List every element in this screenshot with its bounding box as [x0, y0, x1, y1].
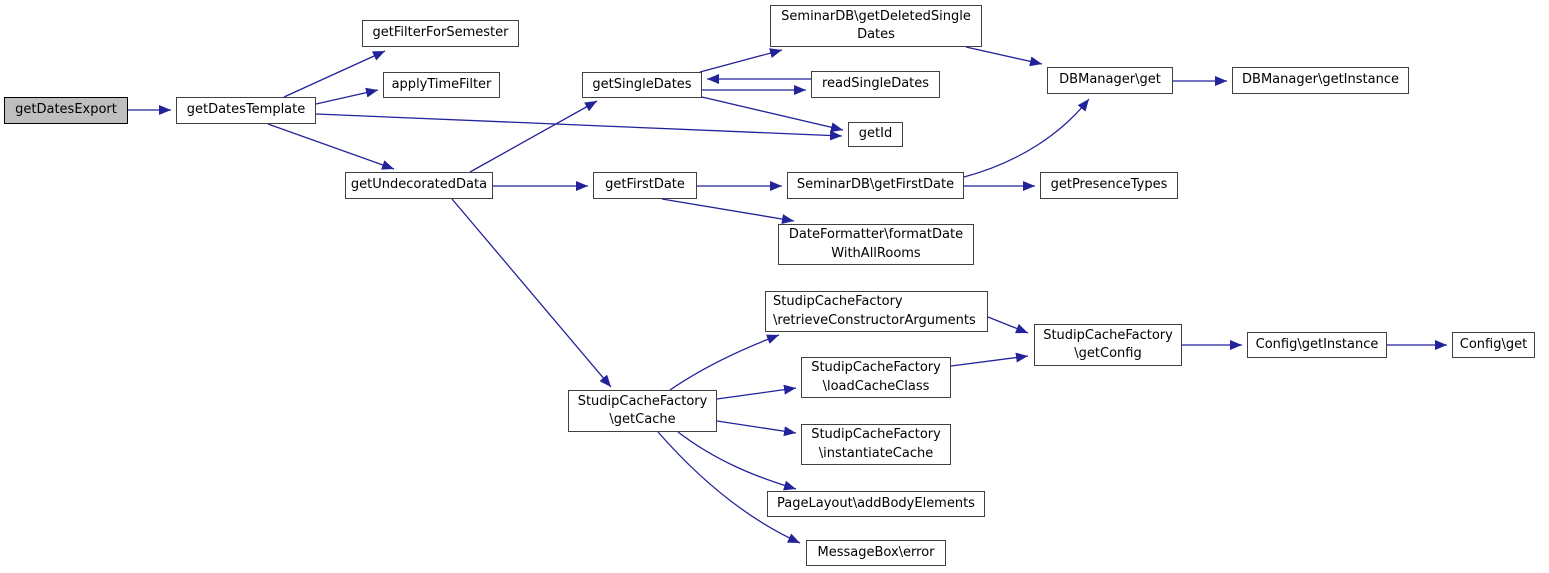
graph-node-config-getinstance[interactable]: Config\getInstance [1247, 332, 1387, 358]
graph-node-presence-types[interactable]: getPresenceTypes [1040, 172, 1178, 199]
edge-group [128, 46, 1447, 544]
edge-undecorated-data-to-cache-factory-get-cache [451, 198, 612, 388]
graph-node-apply-time-filter[interactable]: applyTimeFilter [383, 72, 500, 98]
edge-cache-factory-get-cache-to-retrieve-constructor-arguments [669, 334, 780, 391]
edge-dates-template-to-get-id [315, 113, 843, 141]
edge-seminardb-first-date-to-dbmanager-get [963, 98, 1090, 178]
graph-node-dates-template[interactable]: getDatesTemplate [176, 97, 316, 124]
graph-node-dbmanager-get[interactable]: DBManager\get [1047, 67, 1173, 94]
graph-node-cache-factory-get-cache[interactable]: StudipCacheFactory \getCache [568, 390, 717, 432]
edge-deleted-single-dates-to-dbmanager-get [965, 46, 1043, 67]
edge-single-dates-to-get-id [701, 96, 844, 133]
graph-node-retrieve-constructor-arguments[interactable]: StudipCacheFactory \retrieveConstructorA… [765, 291, 988, 332]
graph-node-get-id[interactable]: getId [848, 122, 903, 147]
edge-cache-factory-get-cache-to-load-cache-class [716, 384, 797, 400]
graph-node-add-body-elements[interactable]: PageLayout\addBodyElements [767, 491, 985, 517]
edge-dates-template-to-undecorated-data [267, 123, 395, 170]
edge-cache-factory-get-cache-to-add-body-elements [677, 431, 797, 491]
graph-node-config-get[interactable]: Config\get [1452, 332, 1535, 358]
graph-node-first-date[interactable]: getFirstDate [593, 172, 697, 199]
edge-undecorated-data-to-single-dates [469, 100, 598, 173]
edge-load-cache-class-to-cache-factory-get-config [950, 352, 1029, 367]
graph-node-dates-export[interactable]: getDatesExport [4, 97, 128, 124]
graph-node-deleted-single-dates[interactable]: SeminarDB\getDeletedSingle Dates [770, 5, 982, 47]
edge-dates-template-to-filter-for-semester [283, 50, 386, 98]
graph-node-load-cache-class[interactable]: StudipCacheFactory \loadCacheClass [801, 357, 951, 398]
graph-node-format-date-with-all-rooms[interactable]: DateFormatter\formatDate WithAllRooms [778, 224, 974, 265]
edge-cache-factory-get-cache-to-message-box-error [657, 431, 801, 544]
edge-retrieve-constructor-arguments-to-cache-factory-get-config [987, 316, 1029, 334]
edge-first-date-to-format-date-with-all-rooms [661, 198, 795, 224]
graph-node-filter-for-semester[interactable]: getFilterForSemester [362, 20, 519, 47]
graph-node-undecorated-data[interactable]: getUndecoratedData [345, 172, 493, 199]
graph-node-instantiate-cache[interactable]: StudipCacheFactory \instantiateCache [801, 424, 951, 465]
edge-dates-template-to-apply-time-filter [315, 87, 379, 105]
graph-node-read-single-dates[interactable]: readSingleDates [811, 71, 940, 98]
graph-node-message-box-error[interactable]: MessageBox\error [806, 540, 946, 566]
edge-cache-factory-get-cache-to-instantiate-cache [716, 420, 797, 437]
graph-node-single-dates[interactable]: getSingleDates [582, 72, 702, 98]
graph-node-seminardb-first-date[interactable]: SeminarDB\getFirstDate [787, 172, 964, 199]
edge-single-dates-to-deleted-single-dates [699, 48, 783, 73]
graph-node-dbmanager-getinstance[interactable]: DBManager\getInstance [1232, 67, 1409, 94]
graph-node-cache-factory-get-config[interactable]: StudipCacheFactory \getConfig [1034, 324, 1182, 366]
